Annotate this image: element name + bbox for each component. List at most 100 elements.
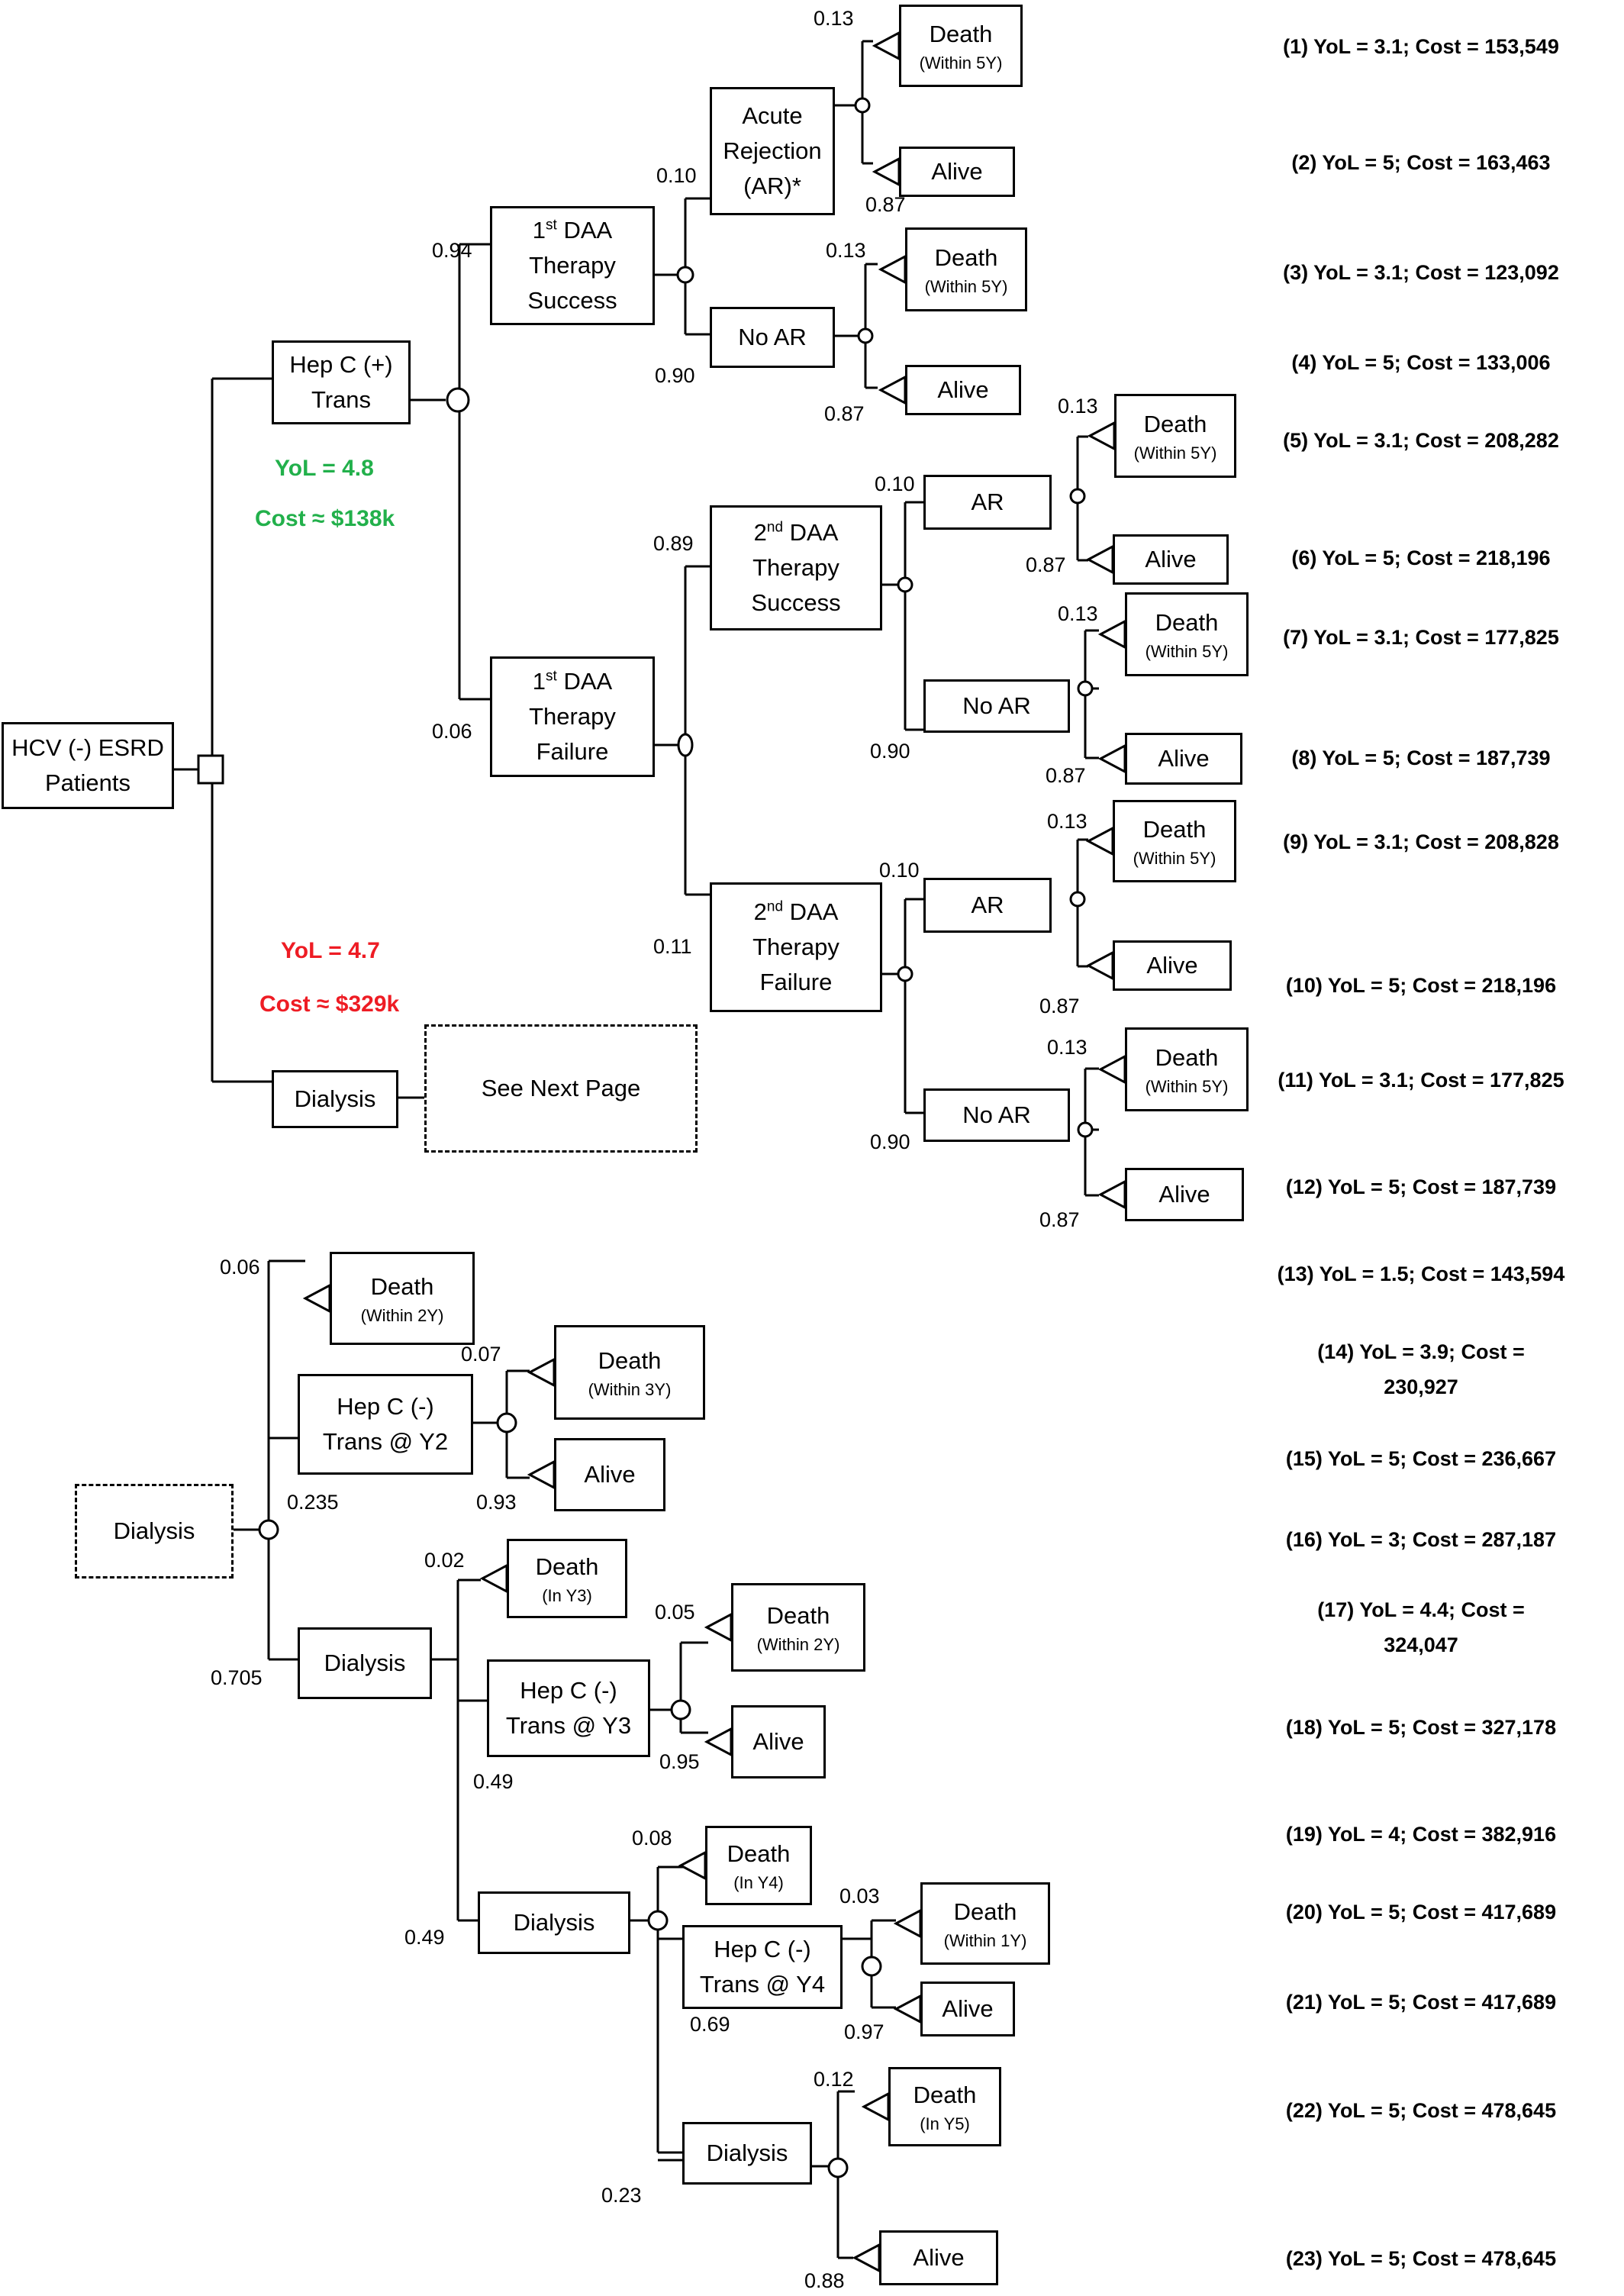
outcome-summary-line: (19) YoL = 4; Cost = 382,916 [1285, 1823, 1557, 1846]
terminal-outcome-box: Death(Within 5Y) [1125, 592, 1249, 676]
outcome-summary-line: (21) YoL = 5; Cost = 417,689 [1285, 1991, 1557, 2014]
outcome-summary-line: (15) YoL = 5; Cost = 236,667 [1285, 1447, 1557, 1470]
branch-probability: 0.13 [826, 239, 866, 262]
terminal-sublabel: (Within 2Y) [360, 1306, 444, 1325]
terminal-label: Alive [1158, 1181, 1210, 1208]
node-label: Success [527, 287, 617, 314]
outcome-summary-line: (2) YoL = 5; Cost = 163,463 [1291, 151, 1551, 174]
branch-probability: 0.02 [424, 1549, 465, 1572]
branch-probability: 0.87 [1039, 1208, 1080, 1231]
root-node-hcv-esrd-patients: HCV (-) ESRD Patients [2, 722, 174, 809]
branch-probability: 0.06 [432, 720, 472, 743]
terminal-label: Death [913, 2082, 977, 2108]
outcome-summary-line: (5) YoL = 3.1; Cost = 208,282 [1283, 429, 1559, 452]
hep-c-negative-trans-y3-node: Hep C (-)Trans @ Y3 [487, 1659, 650, 1757]
branch-probability: 0.90 [655, 364, 695, 387]
terminal-outcome-box: Death(In Y4) [705, 1826, 812, 1905]
terminal-label: Death [953, 1898, 1017, 1925]
outcome-summary: (16) YoL = 3; Cost = 287,187 [1177, 1522, 1624, 1557]
terminal-outcome-box: Death(Within 5Y) [1114, 394, 1236, 478]
branch-probability: 0.94 [432, 239, 472, 262]
outcome-summary: (21) YoL = 5; Cost = 417,689 [1177, 1985, 1624, 2020]
outcome-summary-line: (14) YoL = 3.9; Cost = [1317, 1340, 1525, 1363]
ordinal-suffix: st [546, 668, 557, 685]
branch-probability: 0.90 [870, 1130, 910, 1153]
outcome-summary: (22) YoL = 5; Cost = 478,645 [1177, 2093, 1624, 2128]
terminal-outcome-box: Alive [905, 365, 1021, 415]
branch-probability: 0.93 [476, 1491, 517, 1514]
node-label: Failure [536, 738, 609, 765]
terminal-sublabel: (Within 5Y) [1133, 849, 1216, 868]
dialysis-node: Dialysis [272, 1070, 398, 1128]
outcome-summary-line: (23) YoL = 5; Cost = 478,645 [1285, 2247, 1557, 2270]
terminal-outcome-box: Alive [1125, 1168, 1244, 1221]
branch-summary: Cost ≈ $329k [259, 992, 400, 1017]
chance-node [857, 327, 874, 344]
node-label: Success [751, 589, 841, 616]
terminal-label: Death [1155, 609, 1219, 636]
dialysis-y2-node: Dialysis [298, 1627, 432, 1699]
node-label: Dialysis [324, 1649, 406, 1676]
node-label: Trans [311, 386, 372, 413]
outcome-summary-line: (18) YoL = 5; Cost = 327,178 [1285, 1716, 1557, 1739]
node-label: Dialysis [706, 2140, 788, 2166]
terminal-outcome-box: Alive [731, 1705, 826, 1778]
branch-probability: 0.87 [865, 193, 906, 216]
terminal-outcome-box: Death(Within 2Y) [731, 1583, 865, 1672]
branch-probability: 0.13 [814, 7, 854, 30]
outcome-summary: (23) YoL = 5; Cost = 478,645 [1177, 2241, 1624, 2276]
ordinal-number: 1 [532, 668, 546, 695]
chance-node [258, 1519, 279, 1540]
chance-node [647, 1910, 669, 1931]
ordinal-number: 2 [753, 898, 767, 925]
chance-node [1077, 680, 1094, 697]
terminal-label: Death [1142, 816, 1207, 843]
node-label: Trans @ Y2 [322, 1428, 449, 1455]
node-label: Therapy [752, 934, 839, 960]
branch-probability: 0.95 [659, 1750, 700, 1773]
chance-node [1077, 1121, 1094, 1138]
outcome-summary-line: (11) YoL = 3.1; Cost = 177,825 [1278, 1069, 1564, 1092]
terminal-sublabel: (Within 2Y) [756, 1635, 840, 1654]
node-label-text: DAA [783, 898, 839, 925]
chance-node [854, 97, 871, 114]
branch-probability: 0.12 [814, 2068, 854, 2091]
terminal-sublabel: (Within 5Y) [1133, 443, 1217, 463]
no-ar-node: No AR [710, 307, 835, 368]
outcome-summary: (13) YoL = 1.5; Cost = 143,594 [1177, 1256, 1624, 1292]
branch-probability: 0.69 [690, 2013, 730, 2036]
node-label: HCV (-) ESRD [11, 734, 164, 761]
dialysis-start-node: Dialysis [75, 1484, 234, 1578]
decision-node [197, 754, 224, 785]
node-label: Hep C (+) [289, 351, 393, 378]
branch-probability: 0.23 [601, 2184, 642, 2207]
node-label: Patients [44, 769, 130, 796]
terminal-outcome-box: Alive [1125, 733, 1242, 785]
ar-node: AR [923, 475, 1052, 530]
node-label: AR [971, 489, 1004, 515]
hep-c-negative-trans-y4-node: Hep C (-)Trans @ Y4 [682, 1925, 843, 2009]
outcome-summary-line: (17) YoL = 4.4; Cost = [1317, 1598, 1525, 1621]
hep-c-negative-trans-y2-node: Hep C (-)Trans @ Y2 [298, 1374, 473, 1475]
node-label: Therapy [529, 703, 616, 730]
node-label: 2nd DAA [754, 895, 839, 930]
terminal-label: Alive [1145, 546, 1197, 572]
see-next-page-node: See Next Page [424, 1024, 698, 1153]
ordinal-suffix: nd [766, 898, 784, 915]
outcome-summary: (14) YoL = 3.9; Cost =230,927 [1177, 1334, 1624, 1404]
outcome-summary-line: (16) YoL = 3; Cost = 287,187 [1285, 1528, 1557, 1551]
branch-probability: 0.97 [844, 2020, 884, 2043]
outcome-summary-line: (7) YoL = 3.1; Cost = 177,825 [1283, 626, 1559, 649]
terminal-outcome-box: Death(Within 2Y) [330, 1252, 475, 1345]
terminal-outcome-box: Death(Within 1Y) [920, 1882, 1050, 1965]
node-label-text: DAA [556, 668, 613, 695]
terminal-outcome-box: Alive [1113, 534, 1229, 585]
terminal-outcome-box: Alive [554, 1438, 665, 1511]
outcome-summary-line: (22) YoL = 5; Cost = 478,645 [1285, 2099, 1557, 2122]
chance-node [861, 1956, 882, 1977]
terminal-sublabel: (In Y3) [542, 1586, 592, 1605]
